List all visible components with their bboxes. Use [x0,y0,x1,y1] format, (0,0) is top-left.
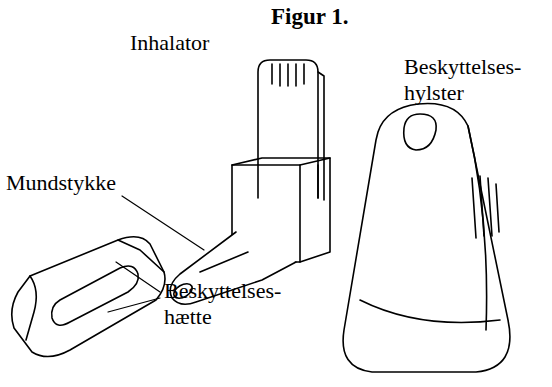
part-label: Beskyttelses- hylster [404,54,544,106]
part-label: Mundstykke [6,170,116,196]
part-label: Beskyttelses- hætte [164,278,304,330]
protective-case [343,103,510,372]
inhaler [170,60,330,304]
figure-title: Figur 1. [271,4,349,30]
protective-cap [12,237,165,357]
part-label: Inhalator [130,30,209,56]
